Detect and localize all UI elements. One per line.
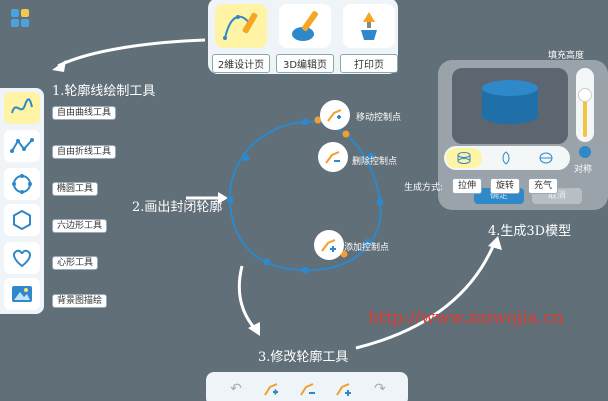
tab-print-label: 打印页 — [340, 54, 398, 73]
rotate-shape-button[interactable] — [488, 148, 524, 168]
pen-shape-icon — [279, 4, 331, 48]
delete-point-label: 删除控制点 — [352, 157, 398, 167]
step1-annotation: 1.轮廓线绘制工具 — [52, 84, 156, 99]
polyline-icon — [10, 138, 34, 153]
tab-3d-edit-label: 3D编辑页 — [276, 54, 334, 73]
add-point-button[interactable] — [314, 230, 344, 260]
delete-point-tool[interactable] — [298, 380, 318, 398]
polyline-label: 自由折线工具 — [52, 145, 117, 159]
move-point-label: 移动控制点 — [356, 113, 402, 123]
inflate-shape-button[interactable] — [528, 148, 564, 168]
move-point-icon — [264, 383, 278, 396]
gen-mode-rotate[interactable]: 旋转 — [490, 178, 521, 194]
ellipse-label: 椭圆工具 — [52, 182, 99, 196]
move-point-button[interactable] — [320, 100, 350, 130]
image-trace-tool[interactable] — [4, 278, 40, 310]
symmetry-toggle[interactable] — [579, 146, 591, 158]
gen-mode-label: 生成方式: — [404, 183, 444, 193]
freeform-curve-icon — [11, 98, 33, 114]
3d-viewport[interactable] — [452, 68, 568, 144]
rotate-shape-icon — [502, 151, 510, 165]
delete-point-icon — [325, 151, 340, 164]
ellipse-tool[interactable] — [4, 168, 40, 200]
move-point-tool[interactable] — [262, 380, 282, 398]
add-point-icon — [321, 239, 336, 252]
cylinder-model — [482, 80, 538, 124]
image-trace-icon — [12, 286, 32, 302]
tab-print[interactable]: 打印页 — [340, 4, 398, 73]
add-point-tool[interactable] — [334, 380, 354, 398]
add-point-label: 添加控制点 — [344, 243, 390, 253]
tab-3d-edit[interactable]: 3D编辑页 — [276, 4, 334, 73]
ellipse-icon — [12, 174, 32, 194]
cylinder-icon — [457, 152, 471, 164]
delete-point-icon — [300, 383, 315, 396]
step2-annotation: 2.画出封闭轮廓 — [132, 200, 223, 215]
freeform-curve-tool[interactable] — [4, 92, 40, 124]
tab-2d-design-label: 2維设计页 — [212, 54, 270, 73]
heart-tool[interactable] — [4, 242, 40, 274]
pen-curve-icon — [215, 4, 267, 48]
undo-icon[interactable]: ↶ — [230, 381, 242, 397]
heart-label: 心形工具 — [52, 256, 99, 270]
hexagon-label: 六边形工具 — [52, 219, 108, 233]
slider-knob[interactable] — [578, 88, 592, 102]
delete-point-button[interactable] — [318, 142, 348, 172]
slider-fill — [583, 95, 587, 137]
hexagon-tool[interactable] — [4, 204, 40, 236]
step4-annotation: 4.生成3D模型 — [488, 224, 572, 239]
app-grid-icon[interactable] — [8, 6, 32, 30]
watermark: http://www.zaiwojia.cn — [368, 308, 564, 328]
gen-mode-inflate[interactable]: 充气 — [528, 178, 559, 194]
printer-icon — [343, 4, 395, 48]
symmetry-label: 对称 — [574, 165, 593, 175]
redo-icon[interactable]: ↷ — [374, 381, 386, 397]
polyline-tool[interactable] — [4, 130, 40, 162]
tab-2d-design[interactable]: 2維设计页 — [212, 4, 270, 73]
tool-palette — [0, 88, 44, 314]
fill-height-label: 填充高度 — [548, 51, 585, 61]
add-point-icon — [336, 383, 351, 396]
freeform-curve-label: 自由曲线工具 — [52, 106, 117, 120]
inflate-icon — [539, 152, 553, 164]
extrude-shape-button[interactable] — [446, 148, 482, 168]
heart-icon — [13, 249, 31, 268]
step3-annotation: 3.修改轮廓工具 — [258, 350, 349, 365]
hexagon-icon — [13, 209, 31, 231]
gen-mode-extrude[interactable]: 拉伸 — [452, 178, 483, 194]
image-trace-label: 背景图描绘 — [52, 294, 108, 308]
move-point-icon — [327, 109, 342, 122]
